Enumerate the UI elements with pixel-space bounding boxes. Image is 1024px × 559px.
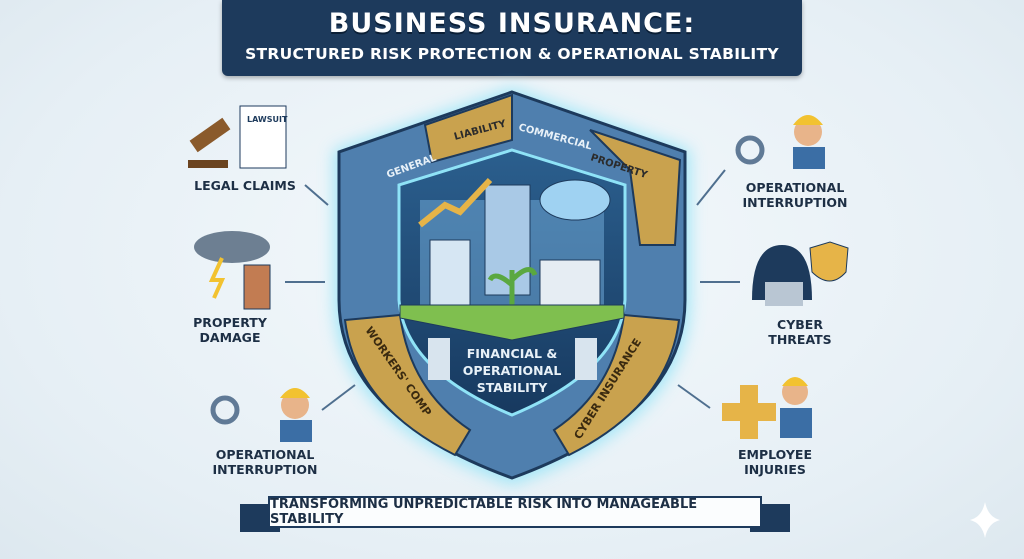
pillar-left [428, 338, 450, 380]
center-line-2: OPERATIONAL [463, 363, 562, 378]
lawsuit-label: LAWSUIT [247, 115, 288, 124]
plant-icon [487, 267, 538, 305]
cloud-network-icon [539, 179, 611, 221]
lawsuit-document-icon [239, 105, 287, 169]
medical-cross-worker-icon [722, 377, 812, 439]
broken-chain-worker-icon-left [210, 388, 312, 442]
broken-chain-worker-icon-right [735, 115, 825, 169]
tagline-ribbon: TRANSFORMING UNPREDICTABLE RISK INTO MAN… [240, 496, 790, 532]
hacker-shield-icon [752, 241, 849, 306]
risk-legal-claims: LEGAL CLAIMS [194, 178, 296, 193]
sparkle-icon [970, 502, 1000, 538]
storm-building-icon [194, 231, 271, 310]
segment-workers-comp [343, 313, 472, 457]
tagline: TRANSFORMING UNPREDICTABLE RISK INTO MAN… [268, 496, 762, 528]
title: BUSINESS INSURANCE: [328, 8, 696, 39]
pillar-right [575, 338, 597, 380]
segment-liability [423, 93, 513, 164]
segment-cyber-insurance [552, 313, 681, 457]
title-banner: BUSINESS INSURANCE: STRUCTURED RISK PROT… [222, 0, 802, 76]
arrows [285, 169, 740, 411]
growth-arrow-icon [418, 177, 493, 228]
center-line-1: FINANCIAL & [467, 346, 558, 361]
segment-property [589, 129, 682, 246]
center-line-3: STABILITY [477, 380, 549, 395]
subtitle: STRUCTURED RISK PROTECTION & OPERATIONAL… [245, 45, 779, 63]
gavel-icon [188, 117, 231, 168]
